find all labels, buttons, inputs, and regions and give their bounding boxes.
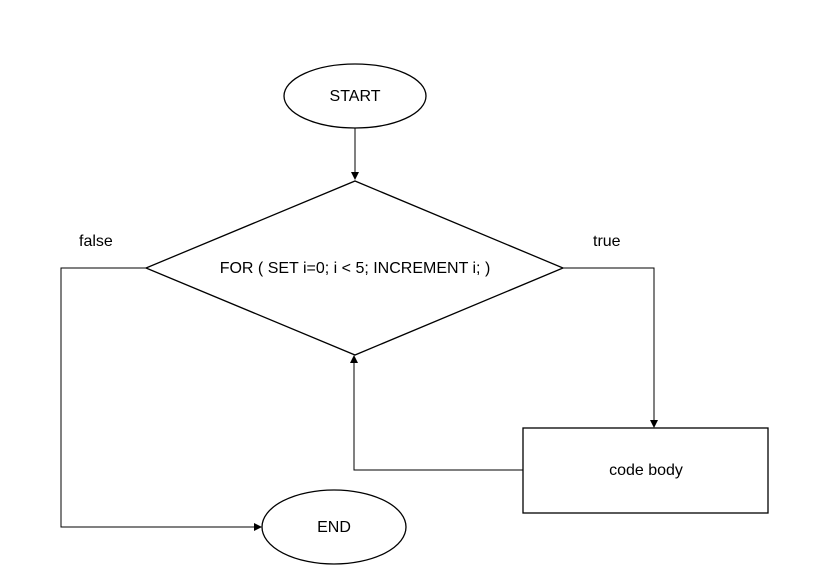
for-condition-node: FOR ( SET i=0; i < 5; INCREMENT i; ) xyxy=(144,180,565,356)
condition-label: FOR ( SET i=0; i < 5; INCREMENT i; ) xyxy=(220,260,491,277)
false-edge-label: false xyxy=(79,233,113,250)
true-edge-label: true xyxy=(593,233,621,250)
condition-diamond xyxy=(144,180,565,356)
edge-condition-to-body-true xyxy=(563,267,658,428)
end-label: END xyxy=(317,519,351,536)
code-body-node: code body xyxy=(522,427,769,514)
end-ellipse xyxy=(261,489,407,565)
start-node: START xyxy=(283,63,427,129)
edge-body-loop-back xyxy=(350,355,523,471)
code-body-rect xyxy=(522,427,769,514)
start-ellipse xyxy=(283,63,427,129)
edge-condition-to-end-false xyxy=(60,267,262,531)
start-label: START xyxy=(330,88,381,105)
code-body-label: code body xyxy=(609,462,683,479)
end-node: END xyxy=(261,489,407,565)
